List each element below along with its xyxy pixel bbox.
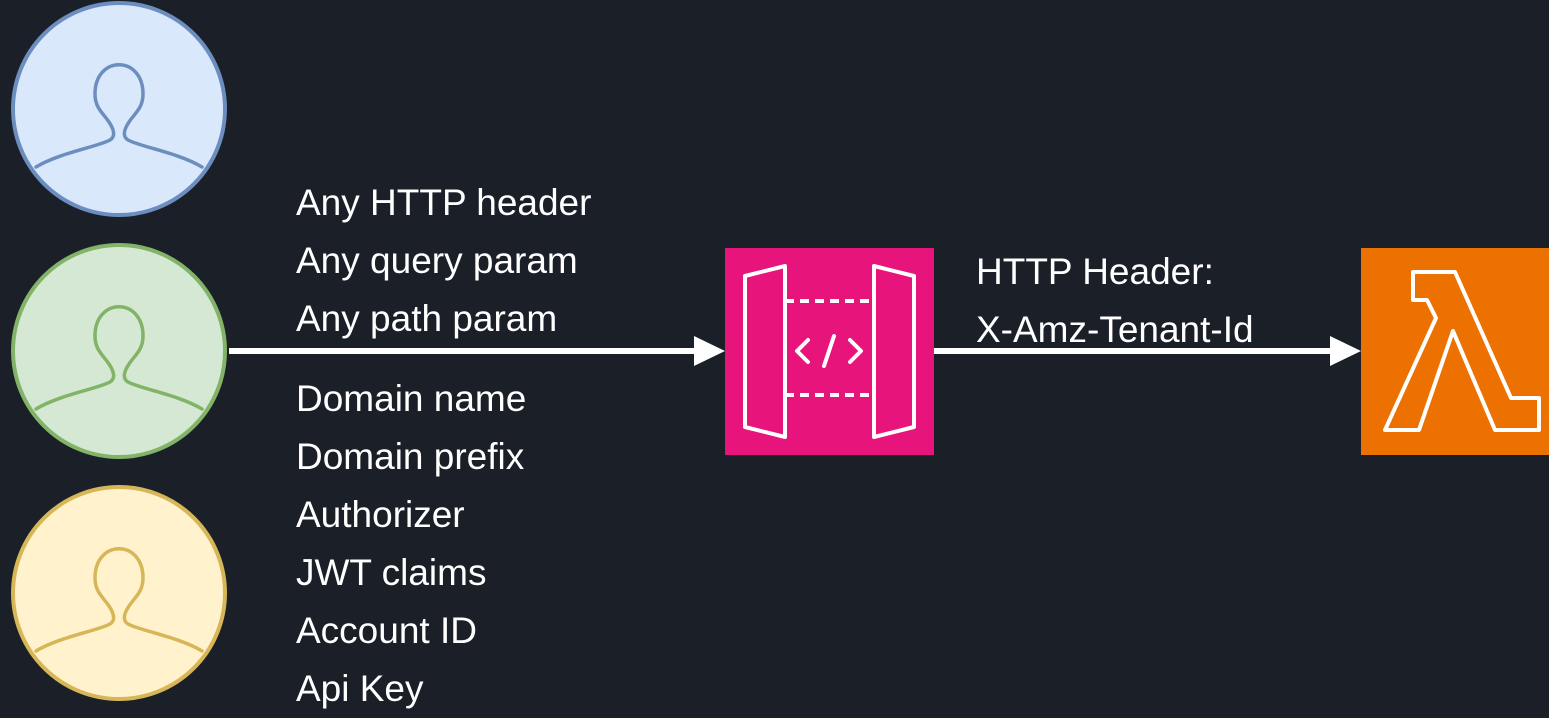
api-gateway-icon bbox=[725, 248, 934, 455]
source-http-header: Any HTTP header bbox=[296, 182, 592, 223]
user-avatar-blue bbox=[11, 1, 227, 217]
user-avatar-green bbox=[11, 243, 227, 459]
forward-arrow bbox=[934, 336, 1361, 366]
source-query-param: Any query param bbox=[296, 240, 578, 281]
source-path-param: Any path param bbox=[296, 298, 558, 339]
request-arrow bbox=[229, 336, 725, 366]
request-sources-lower: Domain name Domain prefix Authorizer JWT… bbox=[296, 370, 526, 718]
user-avatar-yellow bbox=[11, 485, 227, 701]
source-account-id: Account ID bbox=[296, 610, 477, 651]
request-sources-upper: Any HTTP header Any query param Any path… bbox=[296, 174, 591, 348]
source-domain-prefix: Domain prefix bbox=[296, 436, 525, 477]
forwarded-header-label: HTTP Header: X-Amz-Tenant-Id bbox=[976, 243, 1254, 359]
lambda-icon bbox=[1361, 248, 1549, 455]
source-domain-name: Domain name bbox=[296, 378, 527, 419]
source-authorizer: Authorizer bbox=[296, 494, 465, 535]
source-api-key: Api Key bbox=[296, 668, 424, 709]
forwarded-header-name: X-Amz-Tenant-Id bbox=[976, 309, 1254, 350]
source-jwt-claims: JWT claims bbox=[296, 552, 487, 593]
forwarded-header-title: HTTP Header: bbox=[976, 251, 1214, 292]
